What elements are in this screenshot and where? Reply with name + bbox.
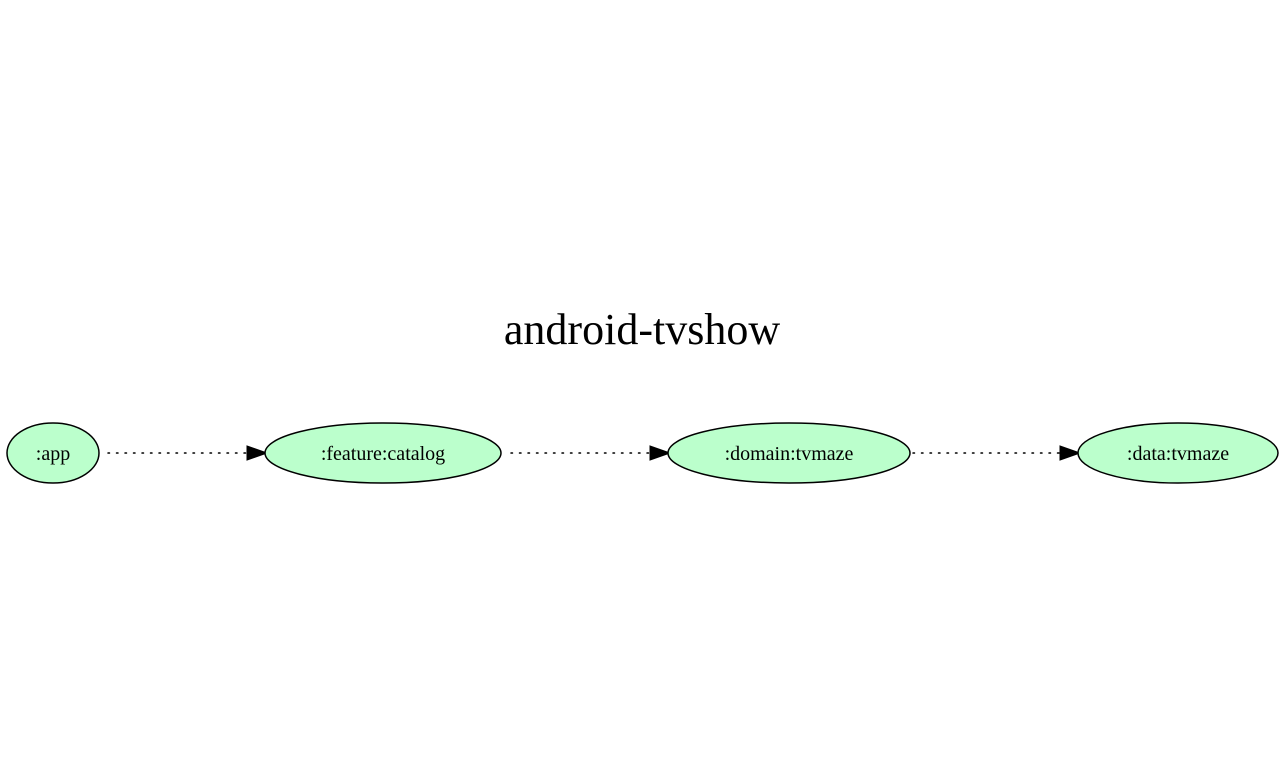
edge-feature-catalog-to-domain-tvmaze — [510, 445, 672, 461]
node-label: :data:tvmaze — [1127, 443, 1229, 465]
node-app: :app — [6, 422, 100, 484]
node-ellipse — [6, 422, 100, 484]
node-label: :app — [36, 443, 70, 465]
node-domain-tvmaze: :domain:tvmaze — [667, 422, 911, 484]
arrowhead — [246, 445, 269, 461]
arrowhead — [649, 445, 672, 461]
node-ellipse — [1077, 422, 1279, 484]
arrowhead — [1059, 445, 1082, 461]
node-ellipse — [264, 422, 502, 484]
edge-app-to-feature-catalog — [107, 445, 269, 461]
diagram-title: android-tvshow — [504, 305, 780, 354]
node-label: :domain:tvmaze — [725, 443, 854, 465]
edge-domain-tvmaze-to-data-tvmaze — [912, 445, 1082, 461]
node-label: :feature:catalog — [321, 443, 445, 465]
node-data-tvmaze: :data:tvmaze — [1077, 422, 1279, 484]
node-ellipse — [667, 422, 911, 484]
node-feature-catalog: :feature:catalog — [264, 422, 502, 484]
